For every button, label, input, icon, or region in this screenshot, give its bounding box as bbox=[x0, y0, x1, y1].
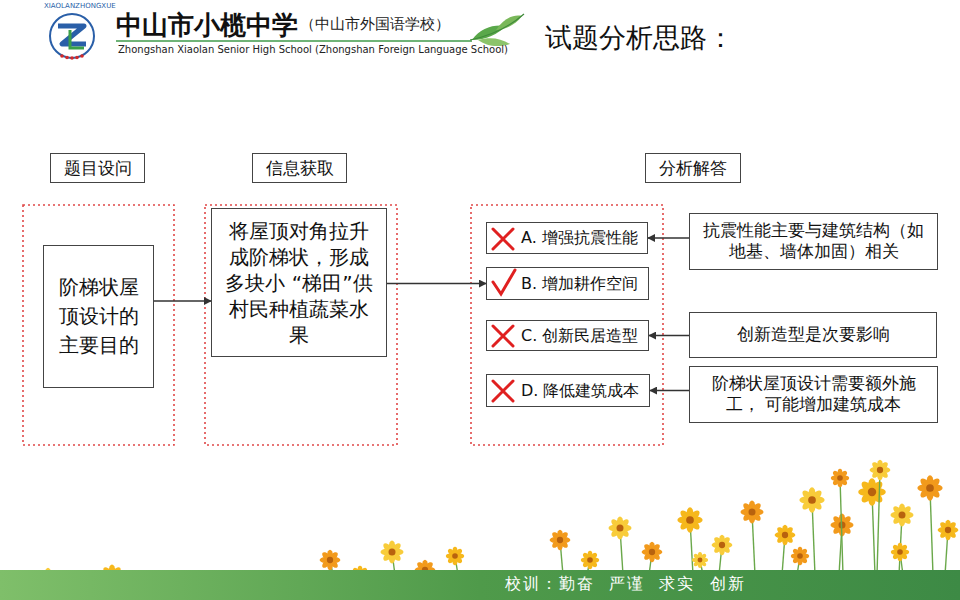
box-text: D. 降低建筑成本 bbox=[521, 381, 640, 400]
note-box: 创新造型是次要影响 bbox=[689, 312, 937, 358]
box-text: C. 创新民居造型 bbox=[521, 326, 638, 345]
box-text: 分析解答 bbox=[659, 158, 727, 178]
box-text: 将屋顶对角拉升成阶梯状，形成多块小 “梯田”供村民种植蔬菜水果 bbox=[220, 218, 378, 348]
flow-arrow bbox=[649, 335, 689, 336]
step-header: 信息获取 bbox=[252, 153, 347, 183]
option-box: A. 增强抗震性能 bbox=[486, 222, 648, 254]
answer-mark bbox=[493, 229, 515, 401]
school-motto: 校训：勤奋 严谨 求实 创新 bbox=[505, 574, 746, 595]
school-subname: （中山市外国语学校） bbox=[300, 15, 450, 34]
dotted-region bbox=[23, 205, 663, 445]
box-text: 创新造型是次要影响 bbox=[737, 324, 890, 345]
school-logo bbox=[50, 14, 94, 60]
box-text: 信息获取 bbox=[266, 158, 334, 178]
option-box: D. 降低建筑成本 bbox=[486, 374, 650, 407]
leaf-ornament bbox=[470, 14, 524, 46]
school-english-name: Zhongshan Xiaolan Senior High School (Zh… bbox=[118, 44, 508, 55]
box-text: A. 增强抗震性能 bbox=[521, 228, 638, 247]
header-rule bbox=[116, 40, 472, 42]
motto-band bbox=[0, 570, 960, 600]
option-box: B. 增加耕作空间 bbox=[486, 267, 649, 300]
box-text: 阶梯状屋顶设计需要额外施工， 可能增加建筑成本 bbox=[696, 373, 931, 416]
school-name: 中山市小榄中学 bbox=[116, 8, 298, 43]
flow-arrow bbox=[648, 237, 689, 238]
option-box: C. 创新民居造型 bbox=[486, 320, 649, 351]
note-box: 阶梯状屋顶设计需要额外施工， 可能增加建筑成本 bbox=[689, 366, 938, 423]
question-box: 阶梯状屋顶设计的主要目的 bbox=[43, 245, 154, 388]
logo-text: XIAOLANZHONGXUE bbox=[44, 2, 116, 10]
flow-arrow bbox=[154, 300, 211, 301]
slide-title: 试题分析思路： bbox=[545, 20, 734, 56]
box-text: 抗震性能主要与建筑结构（如地基、墙体加固）相关 bbox=[696, 220, 931, 263]
info-box: 将屋顶对角拉升成阶梯状，形成多块小 “梯田”供村民种植蔬菜水果 bbox=[211, 208, 387, 357]
flow-arrow bbox=[387, 283, 486, 284]
box-text: B. 增加耕作空间 bbox=[521, 274, 638, 293]
step-header: 题目设问 bbox=[50, 153, 145, 183]
note-box: 抗震性能主要与建筑结构（如地基、墙体加固）相关 bbox=[689, 213, 938, 270]
flow-arrow bbox=[650, 390, 689, 391]
box-text: 阶梯状屋顶设计的主要目的 bbox=[52, 273, 145, 360]
box-text: 题目设问 bbox=[64, 158, 132, 178]
step-header: 分析解答 bbox=[645, 153, 741, 183]
